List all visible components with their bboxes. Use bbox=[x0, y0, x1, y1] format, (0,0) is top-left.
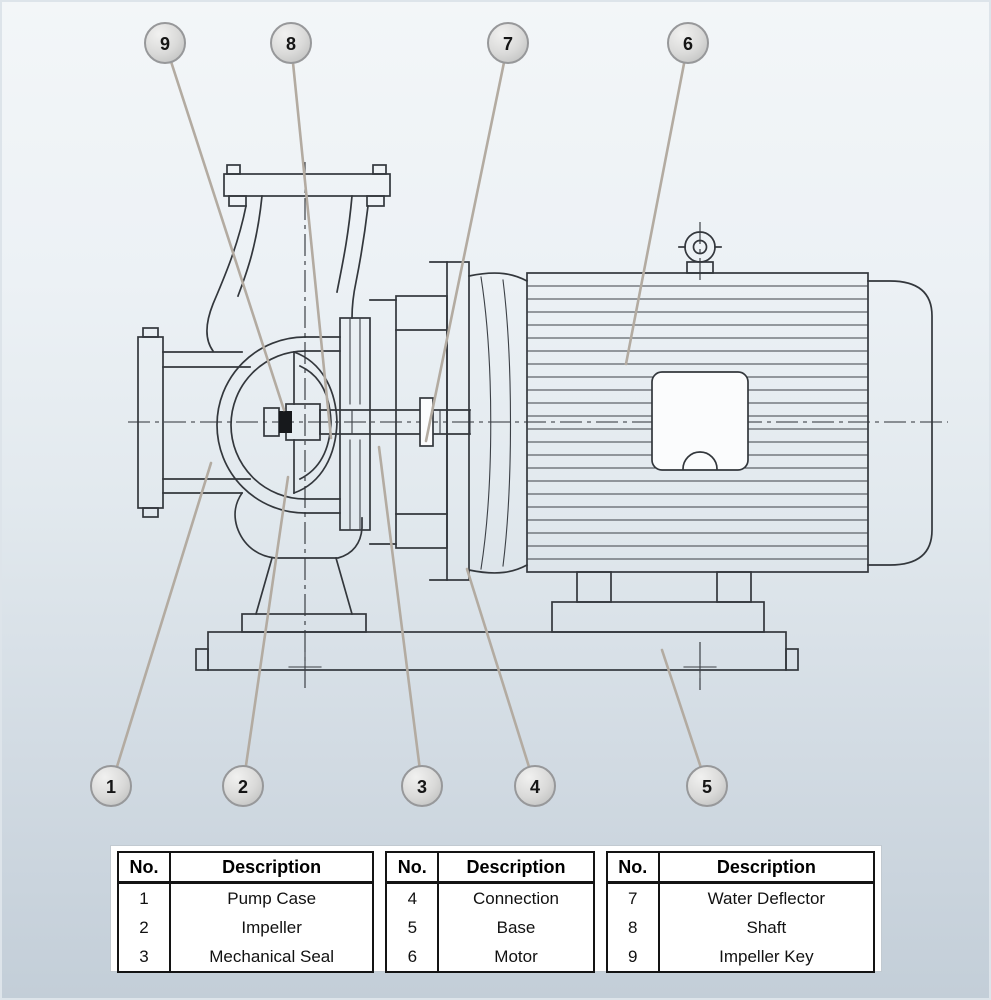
pump-casing bbox=[137, 164, 391, 559]
callout-circle-4 bbox=[514, 765, 556, 807]
impeller-key bbox=[279, 411, 292, 433]
part-description: Impeller Key bbox=[657, 942, 874, 972]
callouts: 9 8 7 6 1 bbox=[90, 22, 728, 807]
motor-window-arc bbox=[682, 451, 718, 470]
table-row: 9 Impeller Key bbox=[607, 942, 874, 972]
table-row: 7 Water Deflector bbox=[607, 882, 874, 913]
parts-table-3: No. Description 7 Water Deflector 8 Shaf… bbox=[605, 851, 875, 973]
callout-circle-1 bbox=[90, 765, 132, 807]
leader-line-2 bbox=[241, 475, 290, 788]
header-no: No. bbox=[606, 852, 659, 884]
callout-2: 2 bbox=[222, 475, 290, 807]
header-no: No. bbox=[118, 852, 170, 884]
leader-line-1 bbox=[109, 461, 213, 788]
callout-3: 3 bbox=[377, 445, 443, 807]
leader-line-3 bbox=[377, 445, 424, 788]
callout-number-3: 3 bbox=[417, 777, 427, 797]
table-row: 5 Base bbox=[386, 913, 594, 942]
part-description: Mechanical Seal bbox=[168, 942, 374, 972]
header-description: Description bbox=[657, 852, 874, 884]
callout-circle-7 bbox=[487, 22, 529, 64]
callout-circle-8 bbox=[270, 22, 312, 64]
mechanical-seal-housing bbox=[339, 317, 371, 531]
motor-feet bbox=[551, 571, 765, 633]
callout-7: 7 bbox=[424, 22, 529, 443]
water-deflector bbox=[419, 397, 434, 447]
parts-tables-panel: No. Description 1 Pump Case 2 Impeller 3… bbox=[110, 845, 882, 973]
part-no: 7 bbox=[628, 889, 638, 908]
header-description: Description bbox=[168, 852, 374, 884]
connection-flange bbox=[429, 261, 470, 581]
part-description: Base bbox=[437, 913, 594, 942]
part-no: 5 bbox=[407, 918, 418, 937]
callout-number-6: 6 bbox=[683, 34, 693, 54]
parts-table-2: No. Description 4 Connection 5 Base 6 Mo… bbox=[385, 851, 595, 973]
leader-line-6 bbox=[624, 41, 690, 366]
base-plate bbox=[195, 631, 799, 687]
table-header-row: No. Description bbox=[606, 852, 874, 884]
part-description: Impeller bbox=[168, 913, 374, 942]
callout-1: 1 bbox=[90, 461, 213, 807]
motor-endbell bbox=[467, 272, 529, 574]
centerlines bbox=[128, 162, 948, 692]
part-no: 2 bbox=[139, 918, 149, 937]
part-no: 9 bbox=[628, 947, 638, 966]
part-description: Motor bbox=[437, 942, 594, 972]
motor-window bbox=[651, 371, 749, 471]
leader-line-8 bbox=[289, 41, 333, 440]
callout-number-2: 2 bbox=[238, 777, 248, 797]
callout-5: 5 bbox=[660, 648, 728, 807]
leader-line-4 bbox=[465, 567, 537, 788]
callout-circle-3 bbox=[401, 765, 443, 807]
shaft bbox=[319, 409, 471, 435]
leader-line-9 bbox=[163, 41, 286, 412]
part-no: 6 bbox=[407, 947, 418, 966]
callout-number-9: 9 bbox=[160, 34, 170, 54]
table-row: 3 Mechanical Seal bbox=[118, 942, 374, 972]
part-no: 4 bbox=[407, 889, 418, 908]
table-row: 2 Impeller bbox=[118, 913, 374, 942]
leader-line-5 bbox=[660, 648, 709, 788]
callout-number-8: 8 bbox=[286, 34, 296, 54]
table-row: 6 Motor bbox=[386, 942, 594, 972]
part-description: Shaft bbox=[657, 913, 874, 942]
callout-circle-6 bbox=[667, 22, 709, 64]
header-description: Description bbox=[437, 852, 594, 884]
part-description: Water Deflector bbox=[657, 882, 874, 913]
part-no: 3 bbox=[139, 947, 149, 966]
lifting-eye-bolt bbox=[678, 231, 722, 274]
header-no: No. bbox=[386, 852, 439, 884]
part-no: 8 bbox=[628, 918, 638, 937]
table-header-row: No. Description bbox=[118, 852, 374, 884]
table-header-row: No. Description bbox=[386, 852, 594, 884]
leader-line-7 bbox=[424, 41, 510, 443]
motor-end-cap bbox=[867, 280, 933, 566]
callout-9: 9 bbox=[144, 22, 286, 412]
parts-table-1: No. Description 1 Pump Case 2 Impeller 3… bbox=[117, 851, 375, 973]
callout-6: 6 bbox=[624, 22, 709, 366]
callout-4: 4 bbox=[465, 567, 556, 807]
part-description: Pump Case bbox=[168, 882, 374, 913]
callout-number-4: 4 bbox=[530, 777, 540, 797]
pump-support-foot bbox=[241, 556, 367, 633]
callout-circle-2 bbox=[222, 765, 264, 807]
callout-number-5: 5 bbox=[702, 777, 712, 797]
callout-circle-9 bbox=[144, 22, 186, 64]
suction-flange bbox=[137, 327, 164, 518]
callout-number-1: 1 bbox=[106, 777, 116, 797]
callout-number-7: 7 bbox=[503, 34, 513, 54]
table-row: 4 Connection bbox=[386, 882, 594, 913]
table-row: 8 Shaft bbox=[607, 913, 874, 942]
callout-circle-5 bbox=[686, 765, 728, 807]
part-description: Connection bbox=[437, 882, 594, 913]
callout-8: 8 bbox=[270, 22, 333, 440]
part-no: 1 bbox=[139, 889, 149, 908]
motor bbox=[526, 231, 933, 633]
table-row: 1 Pump Case bbox=[118, 882, 374, 913]
